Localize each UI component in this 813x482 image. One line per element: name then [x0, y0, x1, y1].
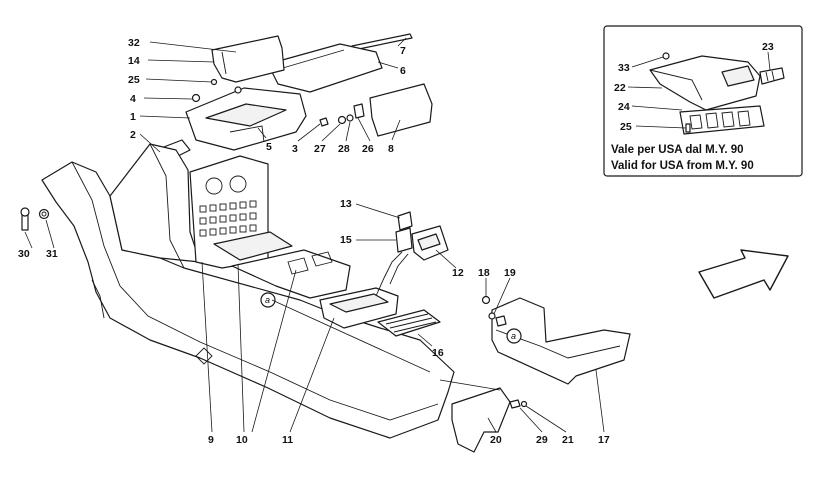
callout-31: 31	[46, 248, 58, 260]
lighter-assembly	[375, 211, 449, 297]
callout-30: 30	[18, 248, 30, 260]
callout-6: 6	[400, 65, 406, 77]
side-tray-bracket	[481, 295, 631, 385]
leader-lines	[24, 37, 605, 433]
usa-variant-inset: Vale per USA dal M.Y. 90 Valid for USA f…	[603, 25, 803, 177]
callout-21: 21	[562, 434, 574, 446]
callout-25-inset: 25	[620, 121, 632, 133]
callout-14: 14	[128, 55, 140, 67]
callout-18: 18	[478, 267, 490, 279]
callout-5: 5	[266, 141, 272, 153]
callout-27: 27	[314, 143, 326, 155]
callout-3: 3	[292, 143, 298, 155]
callout-11: 11	[282, 434, 293, 446]
callout-9: 9	[208, 434, 214, 446]
callout-29: 29	[536, 434, 548, 446]
callout-4: 4	[130, 93, 136, 105]
callout-24: 24	[618, 101, 630, 113]
callout-12: 12	[452, 267, 464, 279]
callout-19: 19	[504, 267, 516, 279]
central-tunnel-console	[41, 143, 455, 439]
callout-13: 13	[340, 198, 352, 210]
callout-23: 23	[762, 41, 774, 53]
inset-note-italian: Vale per USA dal M.Y. 90	[611, 144, 744, 156]
callout-33: 32	[128, 37, 140, 49]
inset-note-english: Valid for USA from M.Y. 90	[611, 160, 754, 172]
callout-2: 2	[130, 129, 136, 141]
callout-labels: 32 14 25 4 1 2 7 6 5 3 27 28 26 8 30 31 …	[18, 37, 774, 446]
svg-text:a: a	[511, 331, 516, 341]
forward-direction-arrow	[698, 249, 789, 299]
upper-console-parts	[155, 33, 433, 163]
callout-1: 1	[130, 111, 136, 123]
callout-15: 15	[340, 234, 352, 246]
lower-cover-panel	[451, 387, 528, 453]
callout-20: 20	[490, 434, 502, 446]
callout-10: 10	[236, 434, 248, 446]
callout-17: 17	[598, 434, 610, 446]
callout-25: 25	[128, 74, 140, 86]
svg-text:a: a	[265, 295, 270, 305]
callout-32: 33	[618, 62, 630, 74]
reference-mark-a-right: a	[506, 328, 522, 344]
left-screw-washer	[20, 207, 50, 231]
callout-22: 22	[614, 82, 626, 94]
reference-mark-a-left: a	[260, 292, 276, 308]
callout-28: 28	[338, 143, 350, 155]
callout-16: 16	[432, 347, 444, 359]
callout-26: 26	[362, 143, 374, 155]
callout-8: 8	[388, 143, 394, 155]
callout-7: 7	[400, 45, 406, 57]
